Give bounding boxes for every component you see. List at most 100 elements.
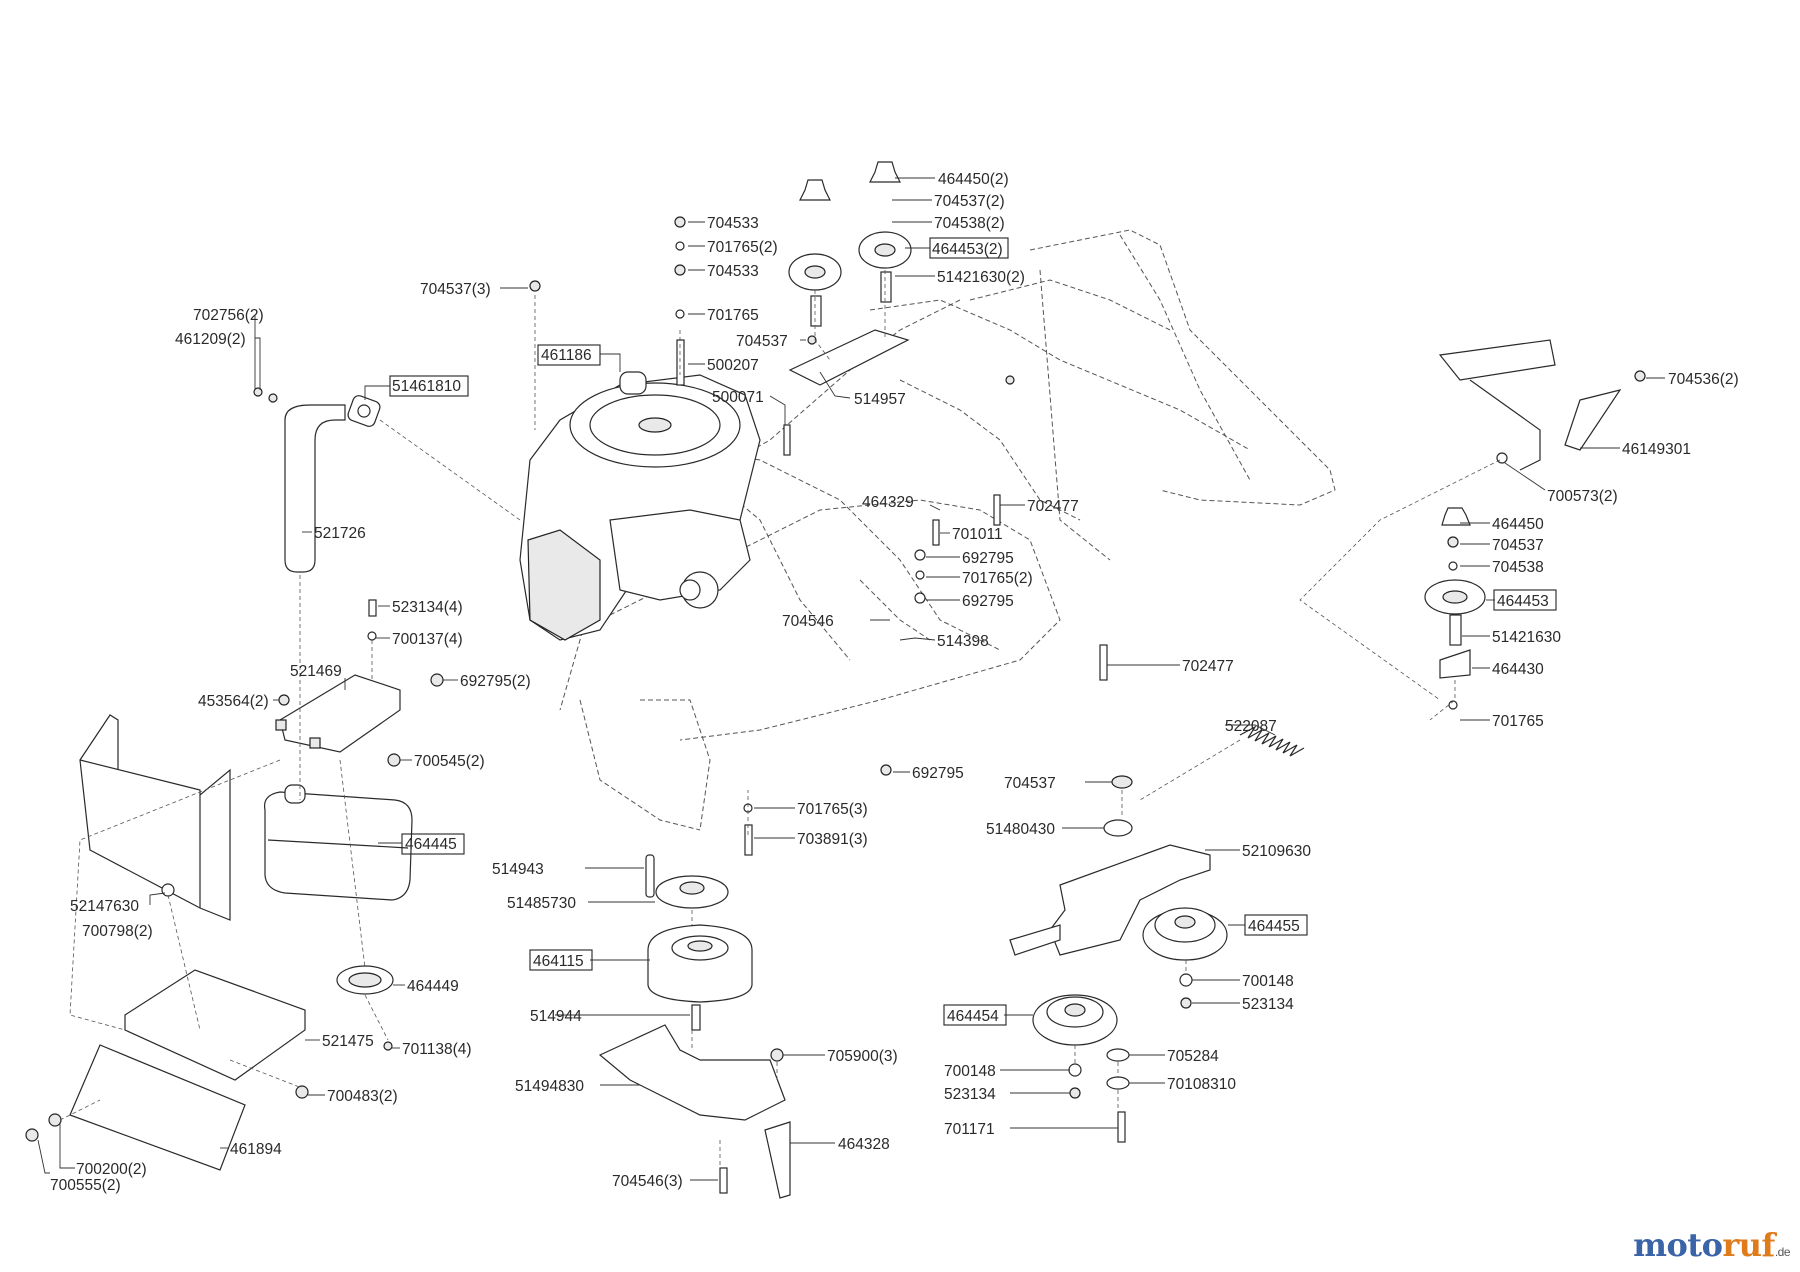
label-704537-a: 704537 [736,333,788,350]
label-702477-a: 702477 [1027,498,1079,515]
label-704537-c: 704537 [1004,775,1056,792]
assembly-lines [59,270,1501,1165]
label-523134-a: 523134 [1242,996,1294,1013]
heat-shield-illustration [79,714,231,921]
label-461186: 461186 [541,347,592,364]
label-704538-2: 704538(2) [934,215,1005,232]
label-464430: 464430 [1492,661,1544,678]
label-700137-4: 700137(4) [392,631,463,648]
label-700573-2: 700573(2) [1547,488,1618,505]
label-701765-3: 701765(3) [797,801,868,818]
label-51485730: 51485730 [507,895,576,912]
label-51494830: 51494830 [515,1078,584,1095]
label-703891-3: 703891(3) [797,831,868,848]
logo-part-1: moto [1633,1226,1723,1264]
label-701011: 701011 [952,526,1003,543]
label-52109630: 52109630 [1242,843,1311,860]
label-701765-a: 701765 [707,307,759,324]
label-521475: 521475 [322,1033,374,1050]
hardware-illustration [25,216,1646,1194]
spring-illustration [1239,725,1305,757]
label-704537-2: 704537(2) [934,193,1005,210]
label-692795-b: 692795 [962,593,1014,610]
label-700148-a: 700148 [1242,973,1294,990]
label-464453: 464453 [1497,593,1549,610]
logo-tld: .de [1774,1245,1791,1259]
top-pulleys-illustration [788,161,912,386]
exhaust-pipe-illustration [253,387,381,573]
label-464445: 464445 [405,836,457,853]
label-705900-3: 705900(3) [827,1048,898,1065]
label-704533-b: 704533 [707,263,759,280]
label-464453-2: 464453(2) [932,241,1003,258]
label-51480430: 51480430 [986,821,1055,838]
label-514944: 514944 [530,1008,582,1025]
label-514943: 514943 [492,861,544,878]
label-464450: 464450 [1492,516,1544,533]
label-701171: 701171 [944,1121,995,1138]
label-464449: 464449 [407,978,459,995]
label-704537-b: 704537 [1492,537,1544,554]
label-514957: 514957 [854,391,906,408]
logo-part-2: ruf [1722,1226,1775,1264]
label-464454: 464454 [947,1008,999,1025]
label-700483-2: 700483(2) [327,1088,398,1105]
label-704536-2: 704536(2) [1668,371,1739,388]
muffler-illustration [263,784,413,901]
label-464329: 464329 [862,494,914,511]
label-523134-4: 523134(4) [392,599,463,616]
label-453564-2: 453564(2) [198,693,269,710]
label-704538: 704538 [1492,559,1544,576]
label-464450-2: 464450(2) [938,171,1009,188]
label-514398: 514398 [937,633,989,650]
label-51461810: 51461810 [392,378,461,395]
label-521726: 521726 [314,525,366,542]
bracket-521469-illustration [275,674,401,753]
pto-clutch-illustration [598,854,791,1199]
label-700545-2: 700545(2) [414,753,485,770]
label-702756-2: 702756(2) [193,307,264,324]
label-461209-2: 461209(2) [175,331,246,348]
label-500071: 500071 [712,389,764,406]
label-705284: 705284 [1167,1048,1219,1065]
label-52147630: 52147630 [70,898,139,915]
motoruf-logo: motoruf.de [1633,1226,1790,1264]
label-461894: 461894 [230,1141,282,1158]
label-523134-b: 523134 [944,1086,996,1103]
lower-plates-illustration [69,969,306,1171]
clamp-ring-illustration [336,965,394,995]
leader-lines [37,177,1665,1181]
label-701138-4: 701138(4) [402,1041,472,1058]
label-704533-a: 704533 [707,215,759,232]
label-692795-c: 692795 [912,765,964,782]
label-702477-b: 702477 [1182,658,1234,675]
label-500207: 500207 [707,357,759,374]
idler-arm-illustration [1009,819,1228,1046]
engine-illustration [519,371,761,641]
label-701765-2a: 701765(2) [707,239,778,256]
label-701765-b: 701765 [1492,713,1544,730]
part-labels: 464450(2) 704537(2) 704538(2) 464453(2) … [50,171,1739,1194]
right-idler-illustration [1424,339,1622,679]
label-464115: 464115 [533,953,584,970]
label-700555-2: 700555(2) [50,1177,121,1194]
label-700798-2: 700798(2) [82,923,153,940]
label-700200-2: 700200(2) [76,1161,147,1178]
label-46149301: 46149301 [1622,441,1691,458]
label-704546-3: 704546(3) [612,1173,683,1190]
label-70108310: 70108310 [1167,1076,1236,1093]
label-692795-2: 692795(2) [460,673,531,690]
label-521469: 521469 [290,663,342,680]
label-464455: 464455 [1248,918,1300,935]
label-701765-2b: 701765(2) [962,570,1033,587]
label-700148-b: 700148 [944,1063,996,1080]
label-522087: 522087 [1225,718,1277,735]
label-51421630: 51421630 [1492,629,1561,646]
label-464328: 464328 [838,1136,890,1153]
label-704546: 704546 [782,613,834,630]
label-51421630-2: 51421630(2) [937,269,1025,286]
boxed-labels [389,237,1557,1026]
label-692795-a: 692795 [962,550,1014,567]
label-704537-3: 704537(3) [420,281,491,298]
